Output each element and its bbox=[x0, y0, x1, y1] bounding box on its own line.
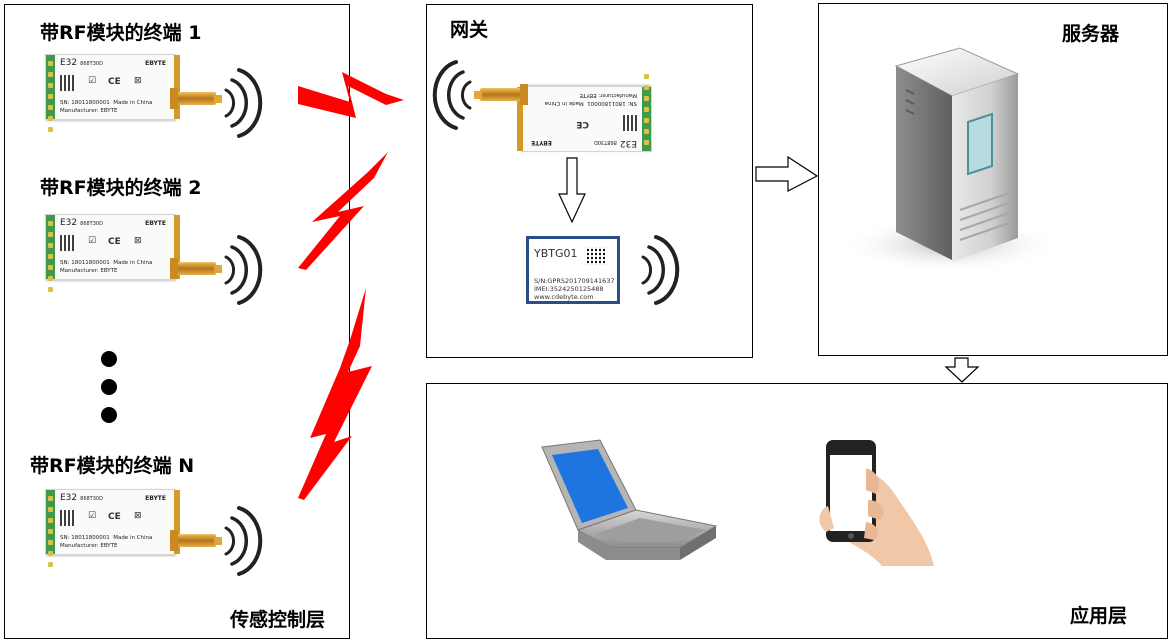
terminal-n-label: 带RF模块的终端 N bbox=[30, 455, 195, 477]
qr-code-icon bbox=[587, 247, 605, 265]
qr-code-icon bbox=[60, 75, 76, 91]
ce-mark-icon: CE bbox=[108, 512, 121, 522]
ce-mark-icon: CE bbox=[108, 77, 121, 87]
arrow-down-to-app bbox=[944, 357, 980, 383]
rohs-check-icon: ☑ bbox=[88, 76, 97, 86]
ce-mark-icon: CE bbox=[576, 119, 589, 129]
rohs-check-icon: ☑ bbox=[88, 511, 97, 521]
gateway-label: 网关 bbox=[450, 19, 489, 41]
application-layer-box bbox=[426, 383, 1168, 639]
ellipsis-dot-3 bbox=[101, 407, 117, 423]
arrow-right-to-server bbox=[755, 155, 819, 192]
qr-code-icon bbox=[60, 235, 76, 251]
weee-bin-icon: ⊠ bbox=[134, 76, 142, 86]
module-brand: EBYTE bbox=[145, 60, 166, 67]
weee-bin-icon: ⊠ bbox=[134, 511, 142, 521]
terminal-2-label: 带RF模块的终端 2 bbox=[40, 177, 202, 199]
server-box bbox=[818, 3, 1168, 356]
chip-imei: IMEI:352425012548​8 bbox=[534, 285, 604, 293]
sensing-layer-label: 传感控制层 bbox=[230, 609, 326, 631]
rf-module-gateway: E32868T30D EBYTE CE SN: 18011800001 Made… bbox=[517, 74, 652, 152]
ellipsis-dot-1 bbox=[101, 351, 117, 367]
ce-mark-icon: CE bbox=[108, 237, 121, 247]
module-brand: EBYTE bbox=[145, 220, 166, 227]
chip-sn: S/N:GPRS2017091416​37 bbox=[534, 277, 615, 285]
gateway-chip-ybtg01: YBTG01 S/N:GPRS2017091416​37 IMEI:352425… bbox=[526, 236, 620, 304]
rohs-check-icon: ☑ bbox=[88, 236, 97, 246]
gateway-box bbox=[426, 4, 753, 358]
application-layer-label: 应用层 bbox=[1070, 605, 1128, 627]
ellipsis-dot-2 bbox=[101, 379, 117, 395]
server-label: 服务器 bbox=[1062, 23, 1120, 45]
module-model: E32868T30D bbox=[594, 138, 637, 148]
module-brand: EBYTE bbox=[145, 495, 166, 502]
chip-url: www.cdebyte.com bbox=[534, 293, 594, 301]
terminal-1-label: 带RF模块的终端 1 bbox=[40, 22, 202, 44]
qr-code-icon bbox=[621, 115, 637, 131]
weee-bin-icon: ⊠ bbox=[134, 236, 142, 246]
qr-code-icon bbox=[60, 510, 76, 526]
module-brand: EBYTE bbox=[531, 139, 552, 146]
chip-name: YBTG01 bbox=[534, 247, 578, 260]
